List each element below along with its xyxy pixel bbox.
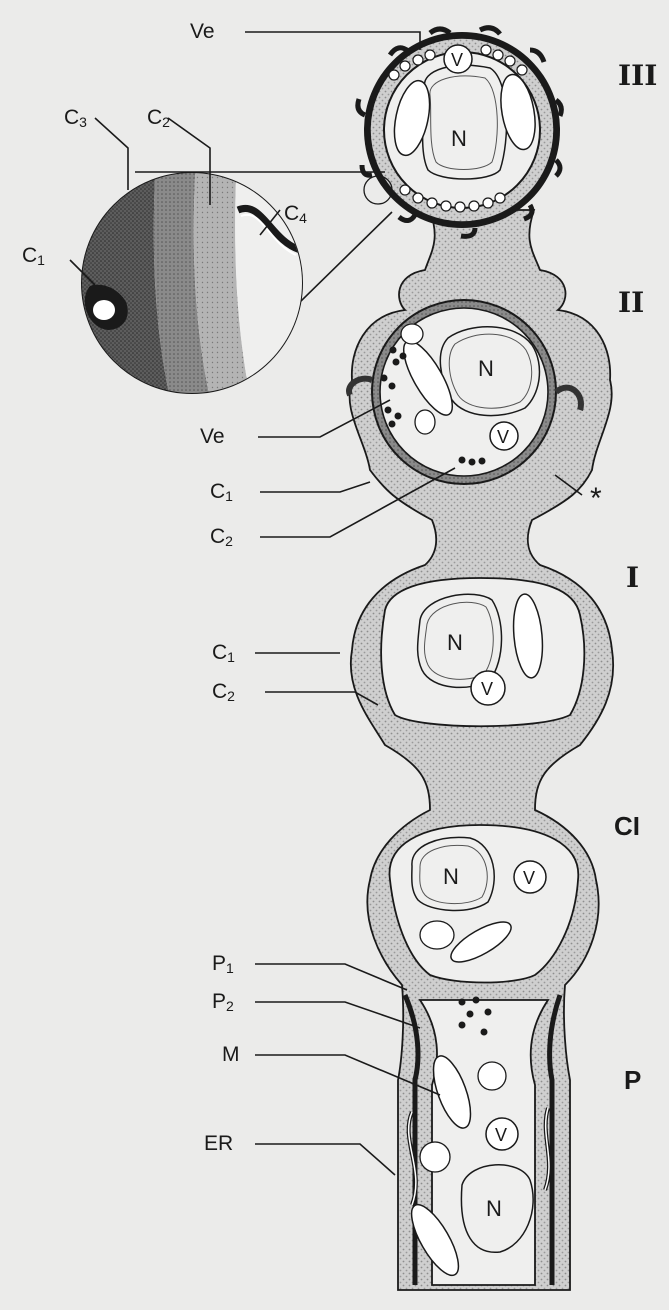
label-v: V (523, 868, 535, 888)
label-m: M (222, 1043, 240, 1066)
label-c1-ii: C1 (210, 480, 233, 504)
label-n: N (478, 356, 494, 381)
label-v: V (481, 679, 493, 699)
label-c2-i: C2 (212, 680, 235, 704)
label-ve-top: Ve (190, 20, 215, 43)
label-c2-ii: C2 (210, 525, 233, 549)
label-ve-ii: Ve (200, 425, 225, 448)
stage-label-p: P (624, 1065, 641, 1095)
stage-label-ci: CI (614, 811, 640, 841)
label-c1-i: C1 (212, 641, 235, 665)
asterisk-marker: * (590, 482, 602, 515)
label-p1: P1 (212, 952, 234, 976)
label-c4: C4 (284, 202, 307, 226)
label-c3: C3 (64, 106, 87, 130)
label-n: N (486, 1196, 502, 1221)
label-v: V (495, 1125, 507, 1145)
stage-label-i: I (626, 561, 639, 594)
label-n: N (447, 630, 463, 655)
label-n: N (451, 126, 467, 151)
nucleus-iii (423, 65, 507, 179)
stage-label-ii: II (618, 286, 644, 319)
label-v: V (497, 427, 509, 447)
label-c2-inset: C2 (147, 106, 170, 130)
label-er: ER (204, 1132, 233, 1155)
label-c1-inset: C1 (22, 244, 45, 268)
label-v: V (451, 50, 463, 70)
label-n: N (443, 864, 459, 889)
stage-label-iii: III (618, 59, 657, 92)
label-p2: P2 (212, 990, 234, 1014)
